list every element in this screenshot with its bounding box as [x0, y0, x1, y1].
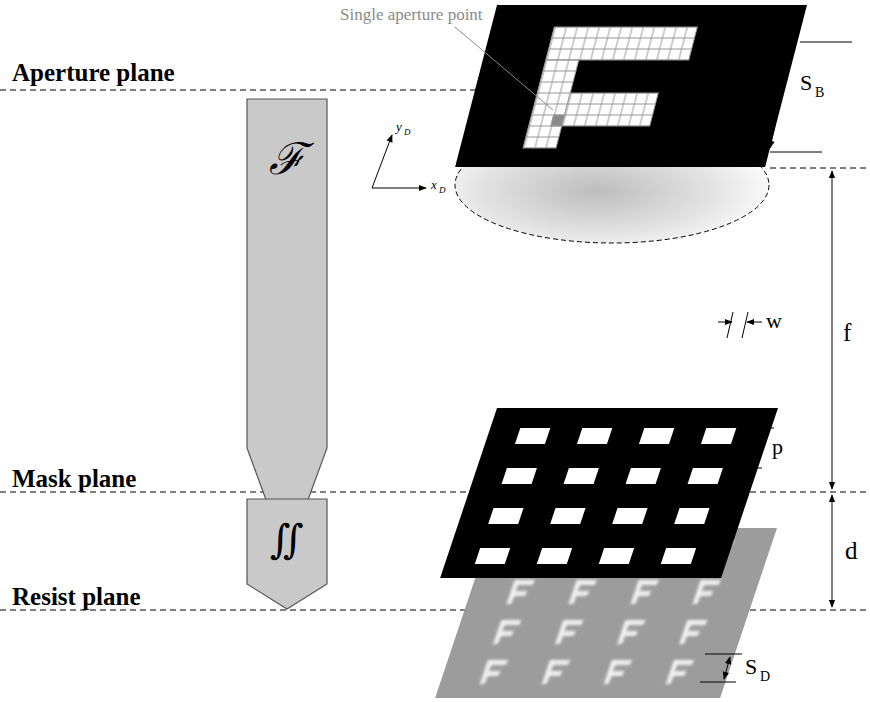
axis-label: x	[431, 178, 437, 191]
w-dimension	[718, 312, 762, 338]
mask-plate	[440, 408, 778, 578]
dimension-label: S	[800, 72, 812, 94]
leader-line	[455, 27, 553, 110]
operator-symbol: ∬	[246, 498, 328, 560]
aperture-plate	[455, 5, 807, 167]
dimension-subscript: B	[815, 86, 824, 100]
dimension-label: S	[745, 656, 757, 678]
dimension-label: w	[766, 310, 782, 332]
distance-dimensions	[832, 171, 833, 607]
plane-label: Aperture plane	[12, 60, 175, 85]
operator-symbol: ℱ	[246, 98, 328, 182]
dimension-label: d	[845, 538, 858, 563]
dimension-subscript: D	[760, 670, 770, 684]
fourier-arrow: ℱ	[246, 98, 328, 558]
axis-subscript: D	[439, 186, 446, 195]
plane-label: Mask plane	[12, 466, 136, 491]
integral-arrow: ∬	[246, 498, 328, 610]
dimension-label: p	[772, 436, 783, 458]
p-dimension	[729, 428, 774, 468]
dimension-label: f	[843, 320, 851, 345]
plane-label: Resist plane	[12, 584, 140, 609]
callout-text: Single aperture point	[340, 6, 483, 23]
axis-label: y	[396, 120, 402, 133]
axes	[372, 135, 426, 188]
sb-dimension	[770, 42, 852, 152]
axis-subscript: D	[404, 128, 411, 137]
sd-dimension	[700, 654, 742, 682]
